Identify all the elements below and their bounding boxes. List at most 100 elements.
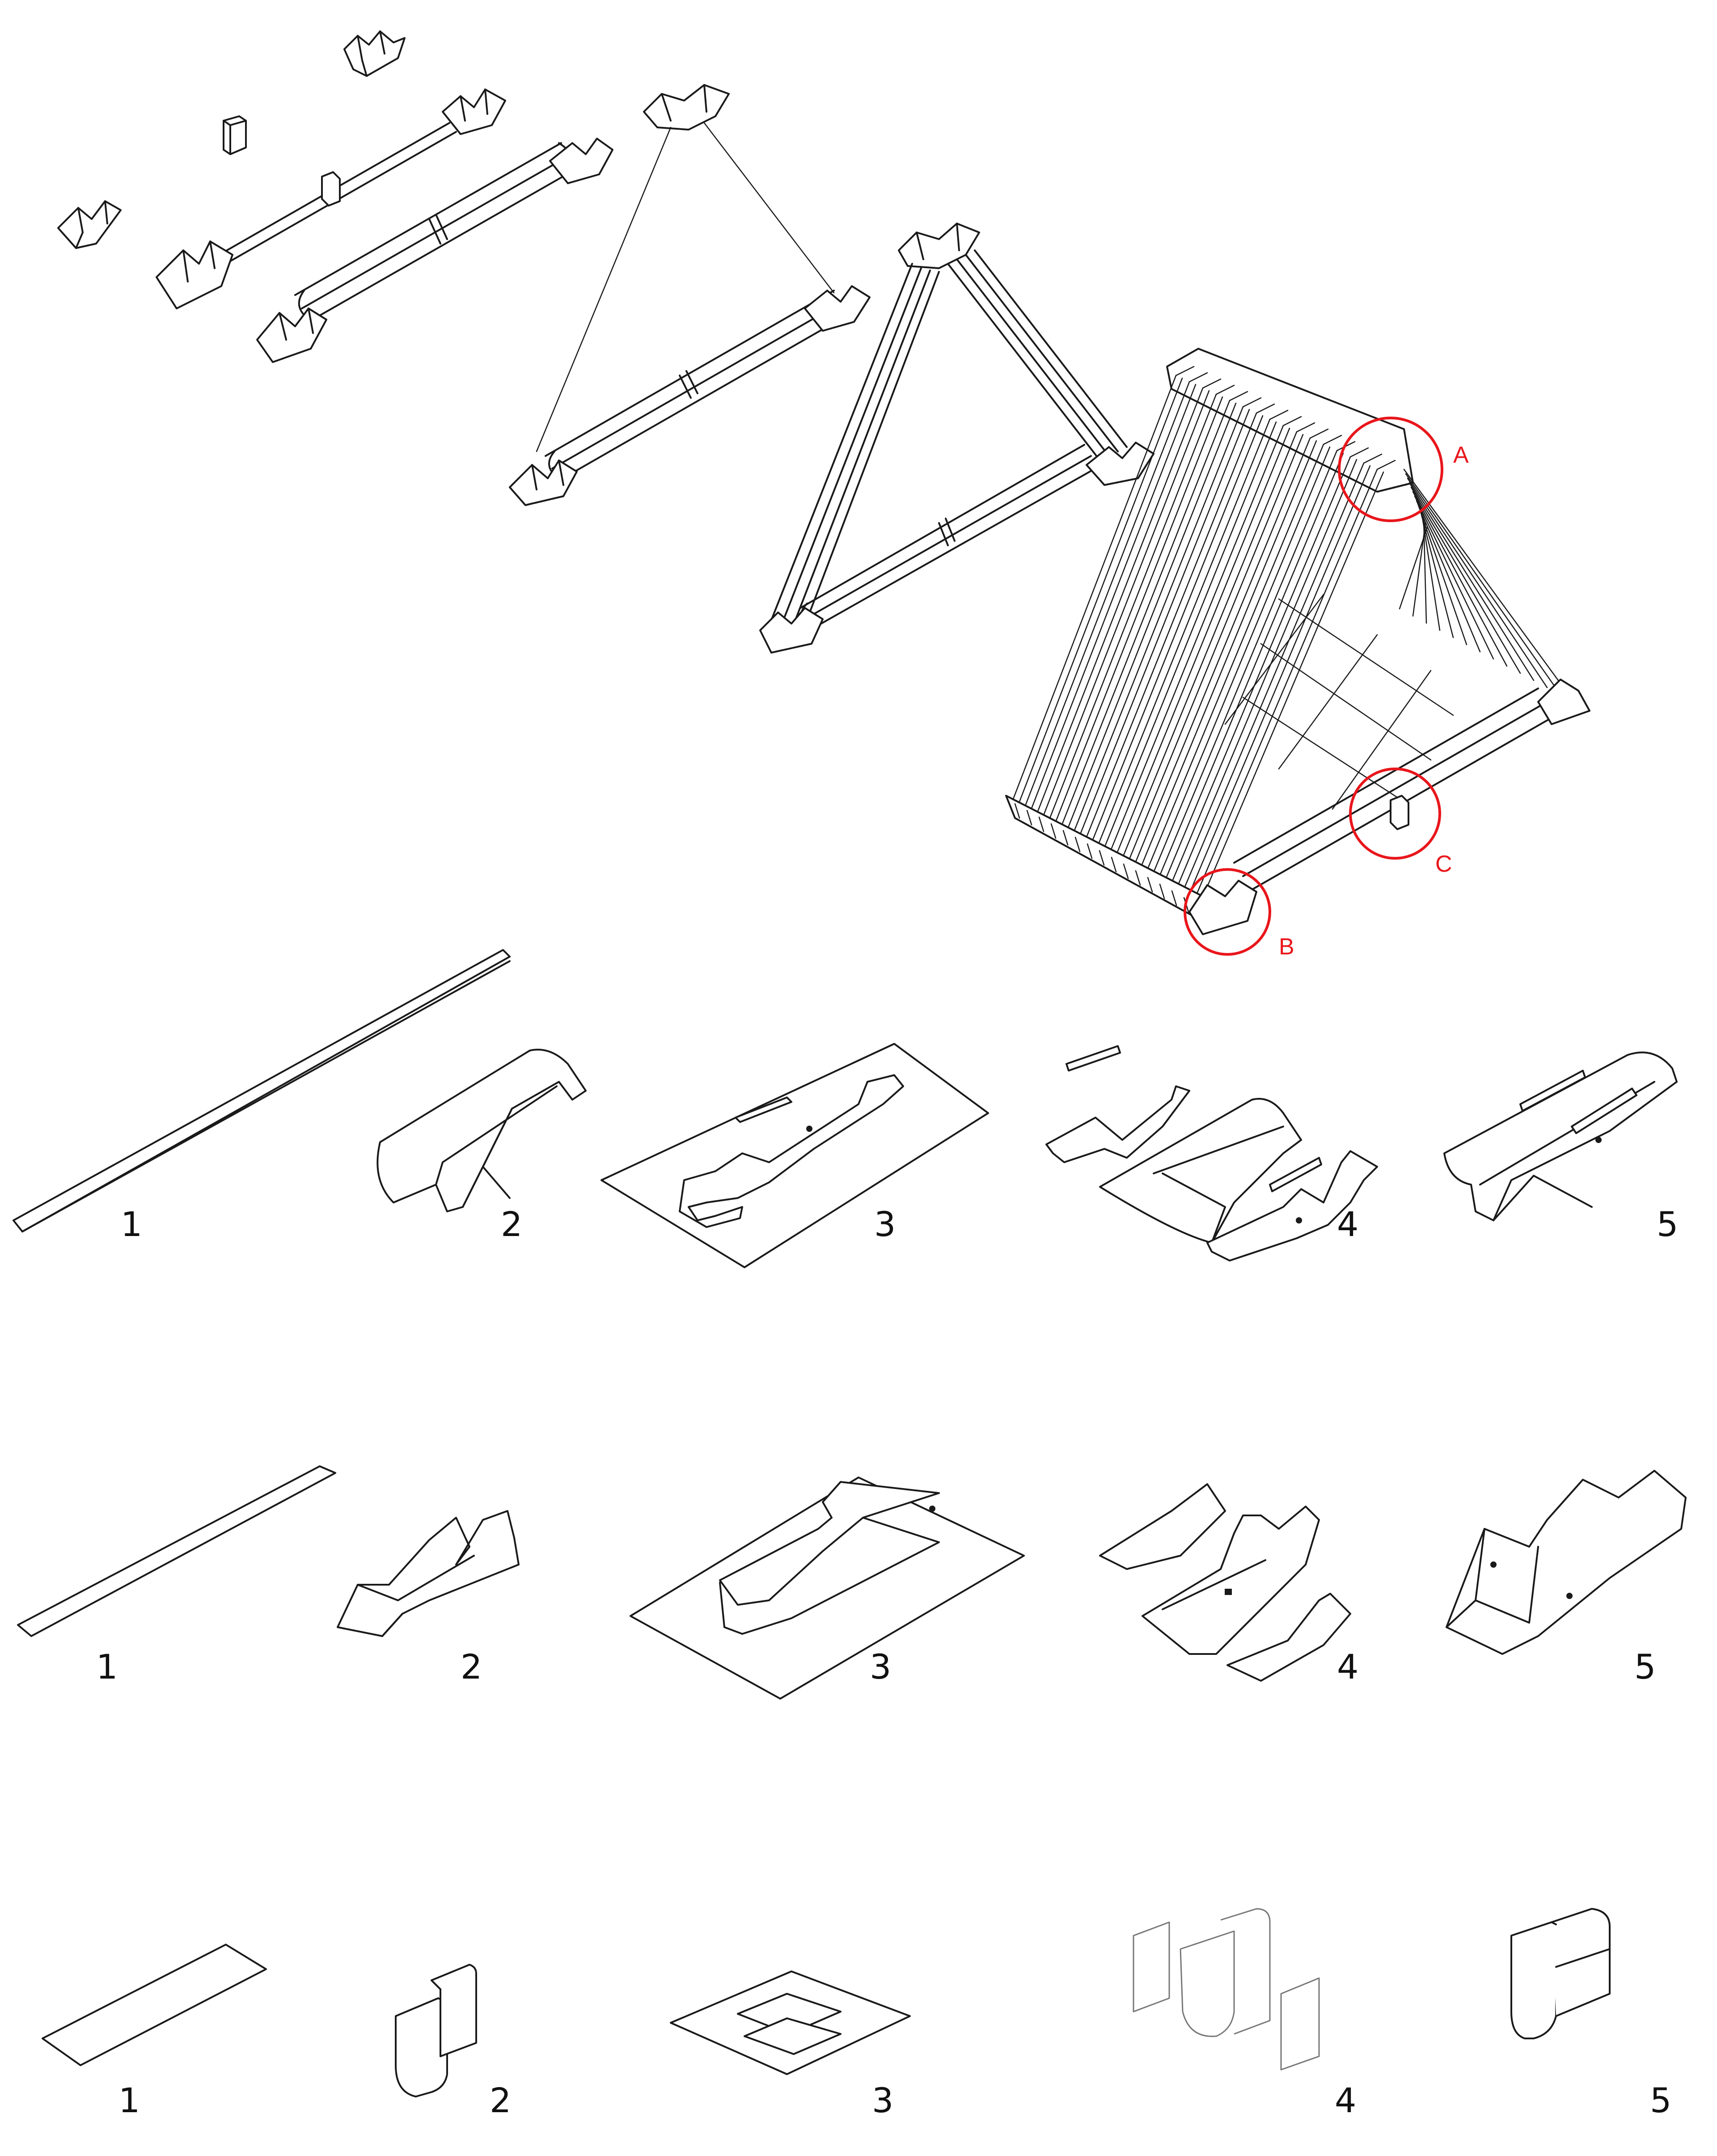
slat-ridge <box>1296 422 1315 433</box>
row-c-step-5 <box>1510 1908 1611 2039</box>
slat <box>1151 446 1331 878</box>
row-c-step-2 <box>395 1964 477 2097</box>
assembled-structure <box>1005 348 1590 935</box>
slat-ridge <box>1363 453 1383 464</box>
row-c-step-1 <box>42 1944 267 2066</box>
row-a-step-3 <box>601 1043 989 1268</box>
step-number: 1 <box>96 1647 118 1687</box>
slat <box>1108 425 1284 855</box>
slat <box>1084 412 1257 841</box>
step-number: 5 <box>1657 1204 1679 1244</box>
step-number: 4 <box>1335 2080 1357 2120</box>
slat <box>1157 450 1338 882</box>
slat <box>1403 468 1575 703</box>
slat <box>1060 400 1231 828</box>
base-hatch-mark <box>1074 836 1081 852</box>
base-hatch-mark <box>1099 850 1105 866</box>
step-number: 5 <box>1634 1647 1657 1687</box>
highlight-b: B <box>1184 868 1294 960</box>
row-a-step-1 <box>13 949 511 1232</box>
base-hatch-mark <box>1111 856 1117 873</box>
highlight-label: B <box>1279 934 1294 960</box>
frame-stage-4 <box>759 223 1155 654</box>
row-b-step-3 <box>630 1477 1025 1700</box>
row-a-step-2 <box>376 1049 587 1212</box>
slat <box>1048 393 1217 821</box>
slat <box>1139 440 1317 871</box>
slat <box>1193 468 1378 902</box>
slat-ridge <box>1175 366 1195 376</box>
loose-part-connector-a <box>343 30 406 77</box>
slat-ridge <box>1202 378 1222 389</box>
row-a-step-5 <box>1443 1051 1678 1221</box>
assembly-sequence: A B C <box>57 30 1590 960</box>
step-labels-row-a: 1 2 3 4 5 <box>121 1204 1679 1244</box>
slat <box>1127 434 1304 864</box>
slat <box>1199 471 1384 904</box>
frame-rod-stage-2 <box>256 138 613 363</box>
base-hatch-mark <box>1026 810 1032 826</box>
slat-ridge <box>1349 447 1369 458</box>
base-hatch-mark <box>1087 843 1093 859</box>
step-labels-row-c: 1 2 3 4 5 <box>118 2080 1672 2120</box>
base-hatch-mark <box>1050 823 1057 839</box>
slat <box>1416 500 1481 653</box>
loose-part-bracket <box>223 115 247 155</box>
slat-ridge <box>1256 403 1275 414</box>
slat-ridge <box>1269 409 1289 420</box>
slat <box>1412 491 1508 667</box>
slat <box>1405 473 1561 696</box>
slat-ridge <box>1309 428 1329 439</box>
slat-ridge <box>1376 460 1396 470</box>
step-number: 2 <box>461 1647 483 1687</box>
row-b-step-5 <box>1446 1470 1687 1655</box>
frame-stage-3 <box>509 84 871 506</box>
row-c-step-3 <box>670 1970 911 2075</box>
row-b-step-2 <box>337 1510 520 1637</box>
base-hatch-mark <box>1171 890 1177 906</box>
slat <box>1145 443 1324 875</box>
slat-ridge <box>1323 435 1342 445</box>
step-labels-row-b: 1 2 3 4 5 <box>96 1647 1657 1687</box>
slat <box>1133 437 1311 868</box>
slat <box>1012 375 1177 801</box>
slat <box>1169 456 1351 888</box>
slat-ridge <box>1188 372 1208 383</box>
highlight-c: C <box>1349 768 1452 877</box>
highlight-label: C <box>1435 851 1452 877</box>
slat-ridge <box>1242 397 1262 408</box>
step-number: 2 <box>501 1204 523 1244</box>
slat <box>1187 465 1371 898</box>
slat <box>1399 527 1428 610</box>
slat <box>1408 482 1535 681</box>
base-hatch-mark <box>1159 883 1165 899</box>
slat-ridge <box>1215 384 1235 395</box>
highlight-label: A <box>1453 442 1469 468</box>
slat <box>1163 452 1344 884</box>
slat <box>1072 406 1244 835</box>
slat-ridge <box>1229 391 1248 401</box>
base-hatch-mark <box>1147 877 1153 893</box>
base-hatch-mark <box>1014 803 1020 819</box>
step-number: 3 <box>870 1647 892 1687</box>
step-number: 1 <box>121 1204 143 1244</box>
slat <box>1414 495 1494 660</box>
slat <box>1181 462 1365 895</box>
highlight-a: A <box>1338 417 1469 522</box>
slat <box>1091 415 1264 844</box>
base-hatch-mark <box>1038 816 1045 832</box>
base-hatch-mark <box>1062 830 1069 846</box>
step-number: 4 <box>1337 1204 1359 1244</box>
slat <box>1410 486 1521 674</box>
base-hatch-mark <box>1123 863 1129 879</box>
slat <box>1115 427 1290 857</box>
slat <box>1066 402 1237 831</box>
row-c-step-4 <box>1133 1908 1320 2071</box>
fabrication-row-b <box>17 1465 1687 1700</box>
slat <box>1036 387 1204 814</box>
loose-part-connector-b <box>57 200 122 249</box>
slat-ridge <box>1282 416 1302 426</box>
row-b-step-4 <box>1099 1483 1351 1682</box>
step-number: 5 <box>1650 2080 1672 2120</box>
